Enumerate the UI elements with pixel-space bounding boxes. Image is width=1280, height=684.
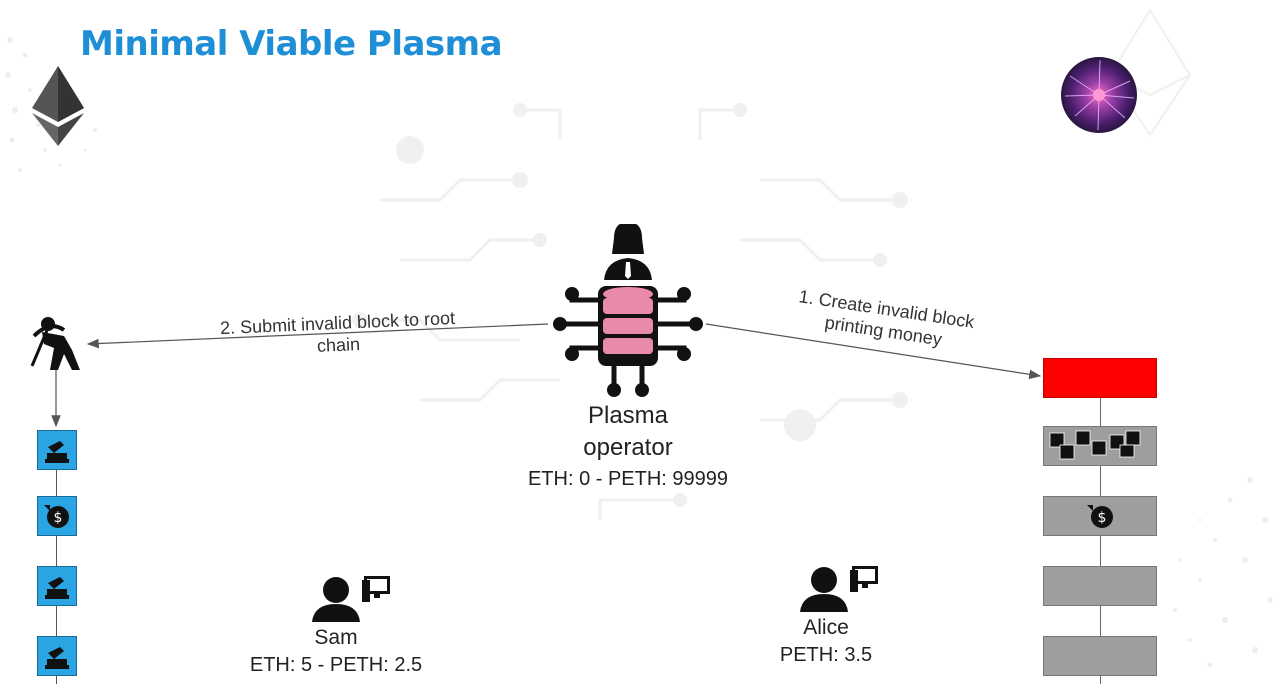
plasma-block[interactable]: $ (1043, 496, 1157, 536)
dollar-coin-icon: $ (1087, 505, 1113, 528)
dollar-coin-icon: $ (44, 505, 69, 528)
alice-name: Alice (803, 616, 849, 639)
sam-balance: ETH: 5 - PETH: 2.5 (249, 654, 423, 676)
root-chain-line (56, 430, 57, 684)
root-block[interactable] (37, 566, 77, 606)
ethereum-icon (32, 66, 84, 146)
sam-user-icon (312, 576, 390, 622)
slide-title: Minimal Viable Plasma (80, 24, 503, 64)
svg-text:$: $ (54, 510, 63, 526)
invalid-block[interactable] (1043, 358, 1157, 398)
operator-name-line2: operator (583, 434, 673, 461)
arrow-submit-block (86, 323, 549, 349)
stamp-icon (45, 647, 69, 669)
alice-balance: PETH: 3.5 (779, 644, 873, 666)
root-block[interactable] (37, 430, 77, 470)
database-operator-icon (553, 224, 703, 397)
plasma-chain-line (1100, 398, 1101, 684)
svg-text:$: $ (1098, 510, 1107, 526)
documents-icon (1049, 430, 1141, 460)
plasma-ball-icon (1061, 57, 1137, 133)
root-block[interactable] (37, 636, 77, 676)
alice-user-icon (800, 566, 878, 612)
plasma-block[interactable] (1043, 566, 1157, 606)
miner-icon (30, 317, 80, 370)
root-block[interactable]: $ (37, 496, 77, 536)
sam-name: Sam (314, 626, 358, 649)
stamp-icon (45, 577, 69, 599)
stamp-icon (45, 441, 69, 463)
plasma-block[interactable] (1043, 426, 1157, 466)
operator-name-line1: Plasma (587, 402, 669, 429)
operator-balance: ETH: 0 - PETH: 99999 (527, 468, 729, 490)
arrow-create-block (705, 323, 1042, 380)
plasma-block[interactable] (1043, 636, 1157, 676)
